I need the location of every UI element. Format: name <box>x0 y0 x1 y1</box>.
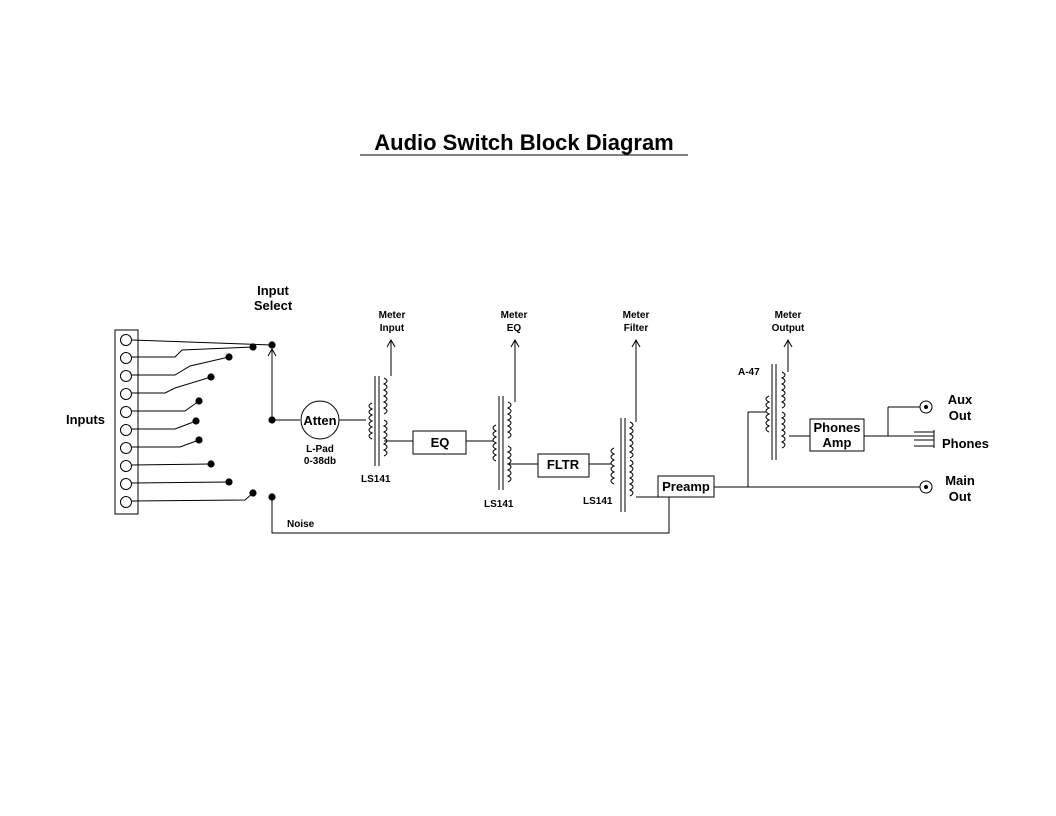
meter-eq-label-line2: EQ <box>507 323 522 334</box>
atten-block: Atten <box>300 400 340 440</box>
input-jack <box>120 334 132 346</box>
ls141-3-label: LS141 <box>583 496 613 507</box>
input-jack <box>120 478 132 490</box>
meter-output-label-line1: Meter <box>775 310 802 321</box>
input-select-label-line1: Input <box>257 283 289 298</box>
phones-plug <box>914 430 935 448</box>
phones-amp-label-line2: Amp <box>823 435 852 450</box>
transformer-ls141-3 <box>610 418 634 512</box>
ls141-2-label: LS141 <box>484 499 514 510</box>
aux-out-label-line1: Aux <box>948 392 973 407</box>
phones-amp-label-line1: Phones <box>814 420 861 435</box>
phones-label: Phones <box>942 436 989 451</box>
aux-out-label-line2: Out <box>949 408 972 423</box>
atten-label: Atten <box>303 413 336 428</box>
meter-input-label-line1: Meter <box>379 310 406 321</box>
main-out-label-line1: Main <box>945 473 975 488</box>
meter-filter-label-line2: Filter <box>624 323 649 334</box>
ls141-1-label: LS141 <box>361 474 391 485</box>
noise-label: Noise <box>287 519 315 530</box>
noise-wire <box>271 497 670 534</box>
input-jack-panel <box>114 329 139 515</box>
input-jack <box>120 460 132 472</box>
input-jack <box>120 352 132 364</box>
transformer-ls141-1 <box>368 376 388 466</box>
preamp-block: Preamp <box>657 475 715 498</box>
input-jack <box>120 442 132 454</box>
input-jack <box>120 406 132 418</box>
a47-label: A-47 <box>738 367 760 378</box>
diagram-title: Audio Switch Block Diagram <box>374 130 674 155</box>
input-select-label-line2: Select <box>254 298 293 313</box>
transformer-ls141-2 <box>492 396 512 490</box>
input-jack <box>120 370 132 382</box>
fltr-block: FLTR <box>537 453 590 478</box>
main-out-label-line2: Out <box>949 489 972 504</box>
main-out-jack <box>919 480 933 494</box>
preamp-label: Preamp <box>662 479 710 494</box>
meter-input-label-line2: Input <box>380 323 405 334</box>
eq-block: EQ <box>412 430 467 455</box>
lpad-label-line2: 0-38db <box>304 456 336 467</box>
meter-eq-label-line1: Meter <box>501 310 528 321</box>
input-jack <box>120 424 132 436</box>
meter-output-label-line2: Output <box>772 323 805 334</box>
phones-amp-block: Phones Amp <box>809 418 865 452</box>
input-jacks <box>120 334 132 508</box>
meter-filter-label-line1: Meter <box>623 310 650 321</box>
eq-label: EQ <box>431 435 450 450</box>
input-select-switch <box>131 339 277 502</box>
input-jack <box>120 388 132 400</box>
transformer-a47 <box>765 364 786 460</box>
fltr-label: FLTR <box>547 457 580 472</box>
inputs-label: Inputs <box>66 412 105 427</box>
aux-out-jack <box>919 400 933 414</box>
lpad-label-line1: L-Pad <box>306 444 334 455</box>
input-jack <box>120 496 132 508</box>
